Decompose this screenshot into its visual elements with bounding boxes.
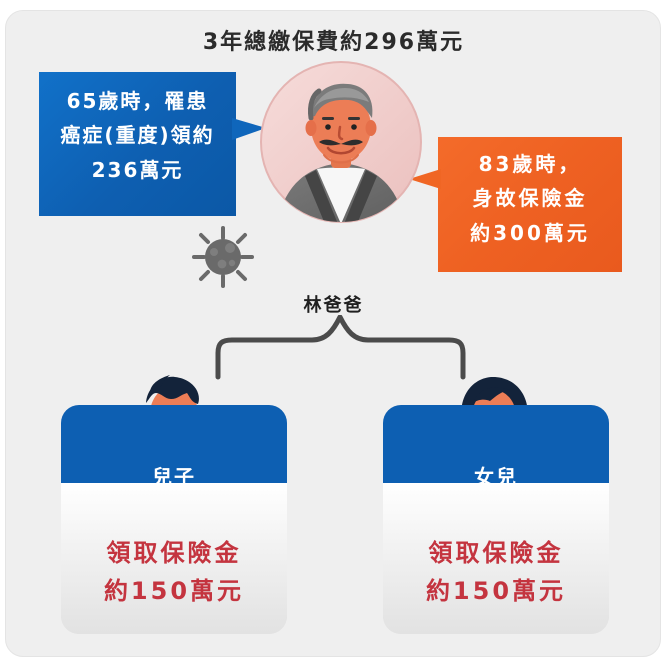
daughter-benefit-text: 領取保險金 約150萬元 [383, 535, 609, 610]
daughter-card-body [383, 483, 609, 634]
illness-line-1: 65歲時，罹患 [66, 89, 209, 113]
death-line-2: 身故保險金 [472, 186, 588, 211]
son-benefit-card: 兒子 領取保險金 約150萬元 [61, 405, 287, 634]
daughter-benefit-card: 女兒 領取保險金 約150萬元 [383, 405, 609, 634]
illness-line-3: 236萬元 [91, 157, 184, 182]
virus-icon [192, 226, 254, 288]
illness-line-2: 癌症(重度)領約 [60, 123, 215, 148]
son-card-body [61, 483, 287, 634]
page-title: 3年總繳保費約296萬元 [202, 30, 465, 55]
daughter-benefit-line-2: 約150萬元 [425, 576, 567, 605]
father-avatar-icon [260, 61, 422, 223]
son-benefit-text: 領取保險金 約150萬元 [61, 535, 287, 610]
death-line-3: 約300萬元 [470, 220, 590, 245]
death-line-1: 83歲時， [478, 152, 582, 176]
family-connector [215, 315, 466, 380]
father-label: 林爸爸 [303, 295, 364, 316]
son-benefit-line-2: 約150萬元 [103, 576, 245, 605]
death-benefit-callout: 83歲時， 身故保險金 約300萬元 [409, 137, 622, 272]
son-benefit-line-1: 領取保險金 [106, 539, 242, 567]
daughter-benefit-line-1: 領取保險金 [428, 539, 564, 567]
illness-callout: 65歲時，罹患 癌症(重度)領約 236萬元 [39, 72, 266, 216]
